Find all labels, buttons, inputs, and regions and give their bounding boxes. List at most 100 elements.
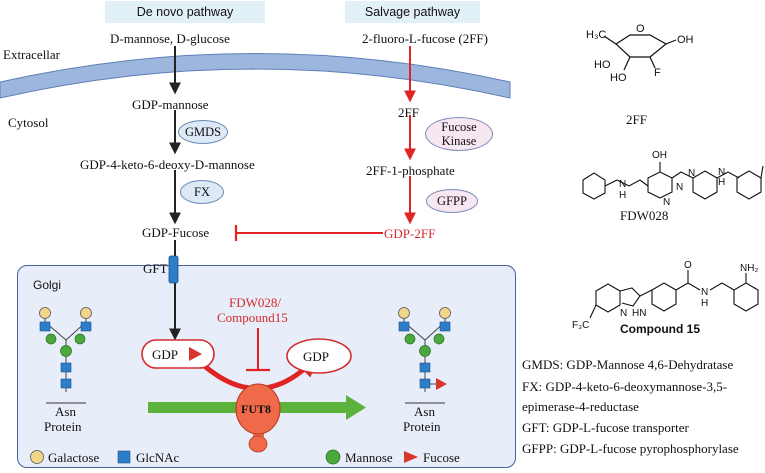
2ff-structure-label: 2FF — [626, 112, 647, 127]
structure-fdw028 — [582, 162, 764, 200]
fucose-kinase-line1: Fucose — [441, 120, 477, 134]
2ff-oh: OH — [677, 34, 694, 46]
de-novo-header: De novo pathway — [105, 1, 265, 23]
2ff-phosphate-label: 2FF-1-phosphate — [366, 163, 455, 178]
fut8-enzyme — [235, 383, 281, 453]
protein-left-label: Protein — [44, 419, 82, 434]
galactose-icon — [398, 307, 410, 319]
cytosol-label: Cytosol — [8, 115, 49, 130]
gdp-mannose-label: GDP-mannose — [132, 97, 209, 112]
inhibition-fdw028 — [246, 328, 270, 372]
gdp-fucose-pill — [141, 339, 215, 369]
legend-mannose: Mannose — [345, 450, 393, 465]
inhibitor-line2: Compound15 — [217, 310, 288, 325]
galactose-icon — [439, 307, 451, 319]
cmpd-o: O — [684, 260, 692, 271]
structure-compound-15 — [589, 270, 759, 319]
cmpd-n: N — [701, 287, 709, 298]
gdp-2ff-label: GDP-2FF — [384, 226, 436, 241]
mannose-icon — [433, 333, 445, 345]
gdp-keto-label: GDP-4-keto-6-deoxy-D-mannose — [80, 157, 255, 172]
fdw-n4: N — [688, 168, 696, 179]
legend-mannose-icon — [325, 449, 341, 465]
glcnac-icon — [419, 378, 431, 389]
golgi-label: Golgi — [33, 278, 62, 292]
2ff-ch3: H₃C — [586, 29, 607, 41]
abbrev-gmds: GMDS: GDP-Mannose 4,6-Dehydratase — [522, 357, 734, 372]
inhibitor-line1: FDW028/ — [229, 295, 281, 310]
2ff-label: 2FF — [398, 105, 419, 120]
gfpp-enzyme: GFPP — [426, 189, 478, 213]
fdw-h2: H — [718, 177, 726, 188]
plasma-membrane — [0, 53, 511, 99]
asn-right-label: Asn — [414, 404, 435, 419]
2ff-f: F — [654, 67, 661, 79]
glycan-left — [39, 307, 92, 404]
2ff-ho1: HO — [594, 59, 611, 71]
glcnac-icon — [419, 362, 431, 373]
legend-fucose-icon — [404, 451, 418, 463]
cmpd-n2: N — [620, 308, 628, 319]
glcnac-icon — [439, 321, 451, 332]
golgi-compartment — [17, 265, 516, 468]
gft-label: GFT — [143, 261, 168, 276]
galactose-icon — [80, 307, 92, 319]
mannose-icon — [45, 333, 57, 345]
gdp-fucose-pill-label: GDP — [152, 347, 179, 362]
legend-galactose-icon — [30, 450, 44, 464]
salvage-header: Salvage pathway — [345, 1, 480, 23]
protein-right-label: Protein — [403, 419, 441, 434]
2ff-o: O — [636, 23, 645, 35]
fdw-n5: N — [718, 167, 726, 178]
mannose-icon — [419, 345, 431, 357]
fdw-oh: OH — [652, 150, 667, 161]
gdp-pill — [286, 338, 352, 374]
abbrev-gfpp: GFPP: GDP-L-fucose pyrophosphorylase — [522, 441, 739, 456]
cmpd-nh2: NH₂ — [740, 263, 759, 274]
fx-enzyme: FX — [180, 180, 224, 204]
2ff-ho2: HO — [610, 72, 627, 84]
inhibition-gdp-2ff — [234, 225, 383, 241]
fucose-icon — [436, 378, 447, 390]
gmds-enzyme: GMDS — [178, 120, 228, 144]
cmpd-hn: HN — [632, 308, 647, 319]
glcnac-icon — [398, 321, 410, 332]
compound-15-label: Compound 15 — [620, 322, 700, 336]
glycan-right — [398, 307, 451, 404]
mannose-icon — [404, 333, 416, 345]
legend-glcnac-icon — [117, 450, 131, 464]
glcnac-icon — [60, 378, 72, 389]
fdw-h1: H — [619, 190, 627, 201]
glcnac-icon — [60, 362, 72, 373]
fdw028-label: FDW028 — [620, 208, 669, 223]
fdw-n1: N — [619, 179, 627, 190]
structure-2ff — [603, 34, 677, 71]
abbrev-fx: FX: GDP-4-keto-6-deoxymannose-3,5- — [522, 379, 728, 394]
fdw-n2: N — [663, 197, 671, 208]
gft-transporter — [168, 255, 179, 284]
fucose-kinase-enzyme: Fucose Kinase — [425, 117, 493, 151]
fucose-icon — [189, 347, 202, 361]
cmpd-cf3: F₃C — [572, 320, 590, 331]
legend-fucose: Fucose — [423, 450, 460, 465]
abbrev-fx-cont: epimerase-4-reductase — [522, 399, 639, 414]
abbrev-gft: GFT: GDP-L-fucose transporter — [522, 420, 689, 435]
salvage-start: 2-fluoro-L-fucose (2FF) — [362, 31, 488, 46]
asn-left-label: Asn — [55, 404, 76, 419]
gdp-pill-label: GDP — [303, 349, 330, 364]
galactose-icon — [39, 307, 51, 319]
fut8-label: FUT8 — [241, 402, 271, 416]
legend-glcnac: GlcNAc — [136, 450, 180, 465]
fdw-n3: N — [676, 182, 684, 193]
cmpd-h: H — [701, 298, 709, 309]
glcnac-icon — [80, 321, 92, 332]
legend-galactose: Galactose — [48, 450, 100, 465]
mannose-icon — [60, 345, 72, 357]
extracellular-label: Extracellar — [3, 47, 61, 62]
glcnac-icon — [39, 321, 51, 332]
fucose-kinase-line2: Kinase — [441, 134, 477, 148]
gdp-fucose-label: GDP-Fucose — [142, 225, 210, 240]
mannose-icon — [74, 333, 86, 345]
